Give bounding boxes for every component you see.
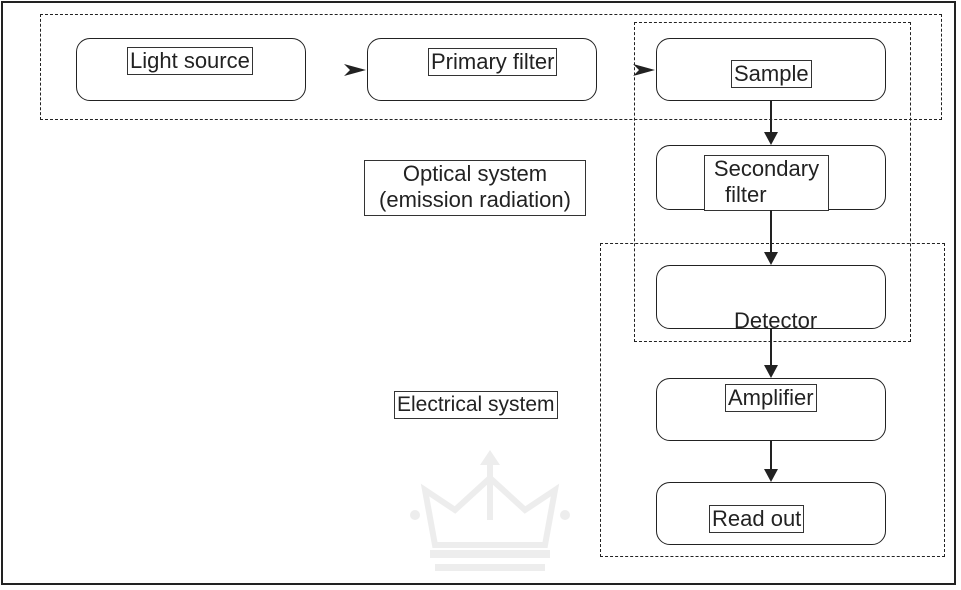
excitation-path-box xyxy=(40,14,942,120)
arrow-primary-to-sample xyxy=(633,64,655,76)
electrical-system-box xyxy=(600,243,945,557)
electrical-system-label: Electrical system xyxy=(394,391,558,419)
crown-watermark-icon xyxy=(410,450,570,571)
light-source-label: Light source xyxy=(127,47,253,75)
optical-system-box xyxy=(634,22,911,342)
secondary-filter-label: Secondary filter xyxy=(704,155,829,211)
optical-system-label: Optical system (emission radiation) xyxy=(364,160,586,216)
read-out-label: Read out xyxy=(709,505,805,533)
secondary-filter-line2: filter xyxy=(725,182,767,207)
detector-node xyxy=(656,265,886,329)
optical-system-line2: (emission radiation) xyxy=(379,187,571,212)
amplifier-label: Amplifier xyxy=(725,384,817,412)
detector-label: Detector xyxy=(734,308,818,333)
optical-system-line1: Optical system xyxy=(402,161,548,186)
arrow-secondary-to-detector-head xyxy=(764,252,778,265)
sample-label: Sample xyxy=(731,60,812,88)
arrow-detector-to-amplifier-head xyxy=(764,365,778,378)
arrow-sample-to-secondary-head xyxy=(764,132,778,145)
arrow-amplifier-to-readout-head xyxy=(764,469,778,482)
secondary-filter-line1: Secondary xyxy=(713,156,820,181)
arrow-light-to-primary xyxy=(344,64,366,76)
primary-filter-label: Primary filter xyxy=(428,48,558,76)
